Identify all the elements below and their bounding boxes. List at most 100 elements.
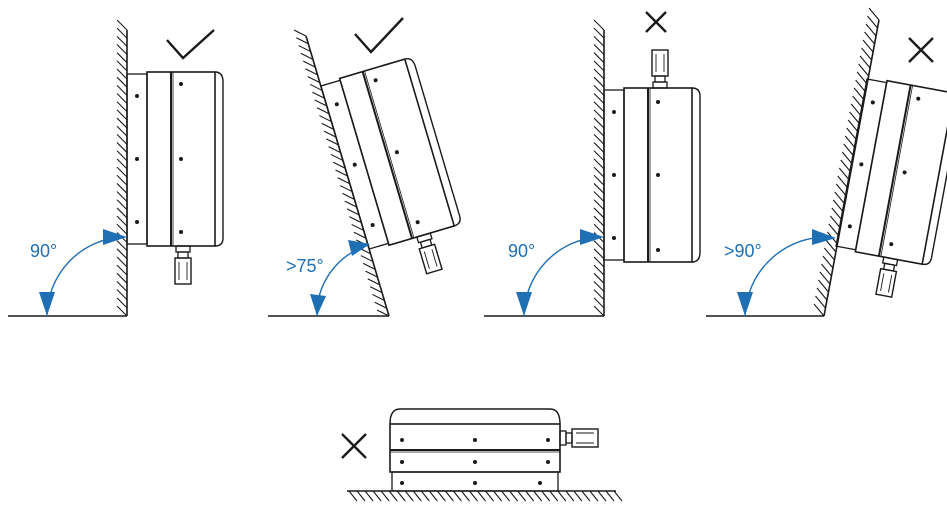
hatch-mark [116, 207, 128, 219]
hatch-mark [309, 83, 323, 91]
inverter [834, 76, 947, 298]
hatch-mark [116, 166, 128, 178]
hatch-mark [862, 39, 874, 53]
hatch-mark [349, 216, 362, 224]
arrow-icon [39, 292, 55, 316]
hatch-mark [388, 490, 398, 502]
hatch-mark [314, 99, 327, 107]
hatch-mark [864, 31, 875, 45]
hatch-mark [501, 490, 511, 502]
hatch-mark [593, 256, 605, 268]
hatch-mark [374, 301, 387, 309]
hatch-mark [436, 490, 446, 502]
arrow-icon [516, 292, 532, 316]
hatch-mark [305, 68, 318, 76]
hatch-mark [460, 490, 470, 502]
hatch-mark [593, 264, 605, 276]
hatch-mark [816, 287, 828, 301]
hatch-mark [116, 158, 128, 170]
hatch-mark [828, 223, 840, 237]
hatch-mark [834, 191, 846, 205]
angle-label: >90° [724, 241, 762, 261]
hatch-mark [867, 15, 878, 29]
panel-tilted-back: >75° [268, 17, 463, 317]
hatch-mark [326, 138, 339, 146]
angle-label: >75° [286, 256, 324, 276]
hatch-mark [593, 150, 605, 162]
hatch-mark [593, 174, 605, 186]
hatch-mark [573, 490, 583, 502]
hatch-mark [300, 52, 314, 60]
hatch-mark [849, 111, 861, 125]
hatch-mark [342, 192, 355, 200]
arrow-icon [103, 229, 127, 245]
hatch-mark [593, 109, 605, 121]
hatch-mark [485, 490, 494, 502]
hatch-mark [351, 223, 364, 231]
hatch-mark [116, 191, 128, 202]
hatch-mark [348, 490, 358, 502]
hatch-mark [549, 490, 559, 502]
hatch-mark [593, 52, 605, 64]
hatch-mark [116, 84, 128, 96]
hatch-mark [593, 68, 605, 80]
hatch-mark [589, 490, 599, 502]
hatch-mark [312, 91, 325, 99]
hatch-mark [821, 263, 832, 277]
hatch-mark [477, 490, 486, 502]
hatch-mark [593, 248, 605, 260]
hatch-mark [367, 278, 381, 286]
hatch-mark [593, 215, 605, 227]
hatch-mark [116, 125, 128, 137]
hatch-mark [829, 215, 841, 229]
hatch-mark [116, 199, 128, 211]
arrow-icon [812, 229, 836, 245]
wall-hatching [813, 7, 880, 317]
hatch-mark [116, 27, 128, 39]
check-icon [354, 17, 404, 54]
hatch-mark [444, 490, 454, 502]
hatch-mark [116, 240, 128, 252]
panel-upside-down: 90° [484, 11, 701, 317]
hatch-mark [852, 95, 864, 109]
wall-hatching [116, 19, 128, 317]
hatch-mark [116, 297, 128, 309]
hatch-mark [593, 93, 605, 104]
wall-hatching [293, 29, 390, 317]
hatch-mark [593, 223, 605, 235]
hatch-mark [593, 281, 605, 292]
inverter [389, 408, 599, 492]
arrow-icon [737, 292, 753, 316]
hatch-mark [557, 490, 567, 502]
hatch-mark [116, 256, 128, 268]
hatch-mark [593, 60, 605, 72]
hatch-mark [593, 35, 605, 47]
hatch-mark [841, 151, 853, 165]
angle-arc [316, 245, 367, 317]
hatch-mark [593, 44, 605, 55]
hatch-mark [360, 255, 374, 263]
hatch-mark [861, 47, 872, 61]
hatch-mark [593, 84, 605, 96]
hatch-mark [316, 107, 330, 115]
hatch-mark [116, 60, 128, 72]
hatch-mark [593, 158, 605, 170]
angle-arc [46, 236, 123, 317]
hatch-mark [541, 490, 551, 502]
hatch-mark [469, 490, 478, 502]
hatch-mark [364, 490, 374, 502]
hatch-mark [428, 490, 438, 502]
hatch-mark [825, 239, 837, 253]
hatch-mark [293, 29, 307, 37]
hatch-mark [116, 76, 128, 88]
hatch-mark [831, 207, 843, 221]
hatch-mark [116, 272, 128, 284]
hatch-mark [818, 279, 829, 293]
hatch-mark [116, 142, 128, 153]
hatch-mark [372, 490, 382, 502]
hatch-mark [593, 183, 605, 194]
hatch-mark [328, 146, 341, 154]
hatch-mark [116, 264, 128, 276]
hatch-mark [813, 303, 825, 317]
